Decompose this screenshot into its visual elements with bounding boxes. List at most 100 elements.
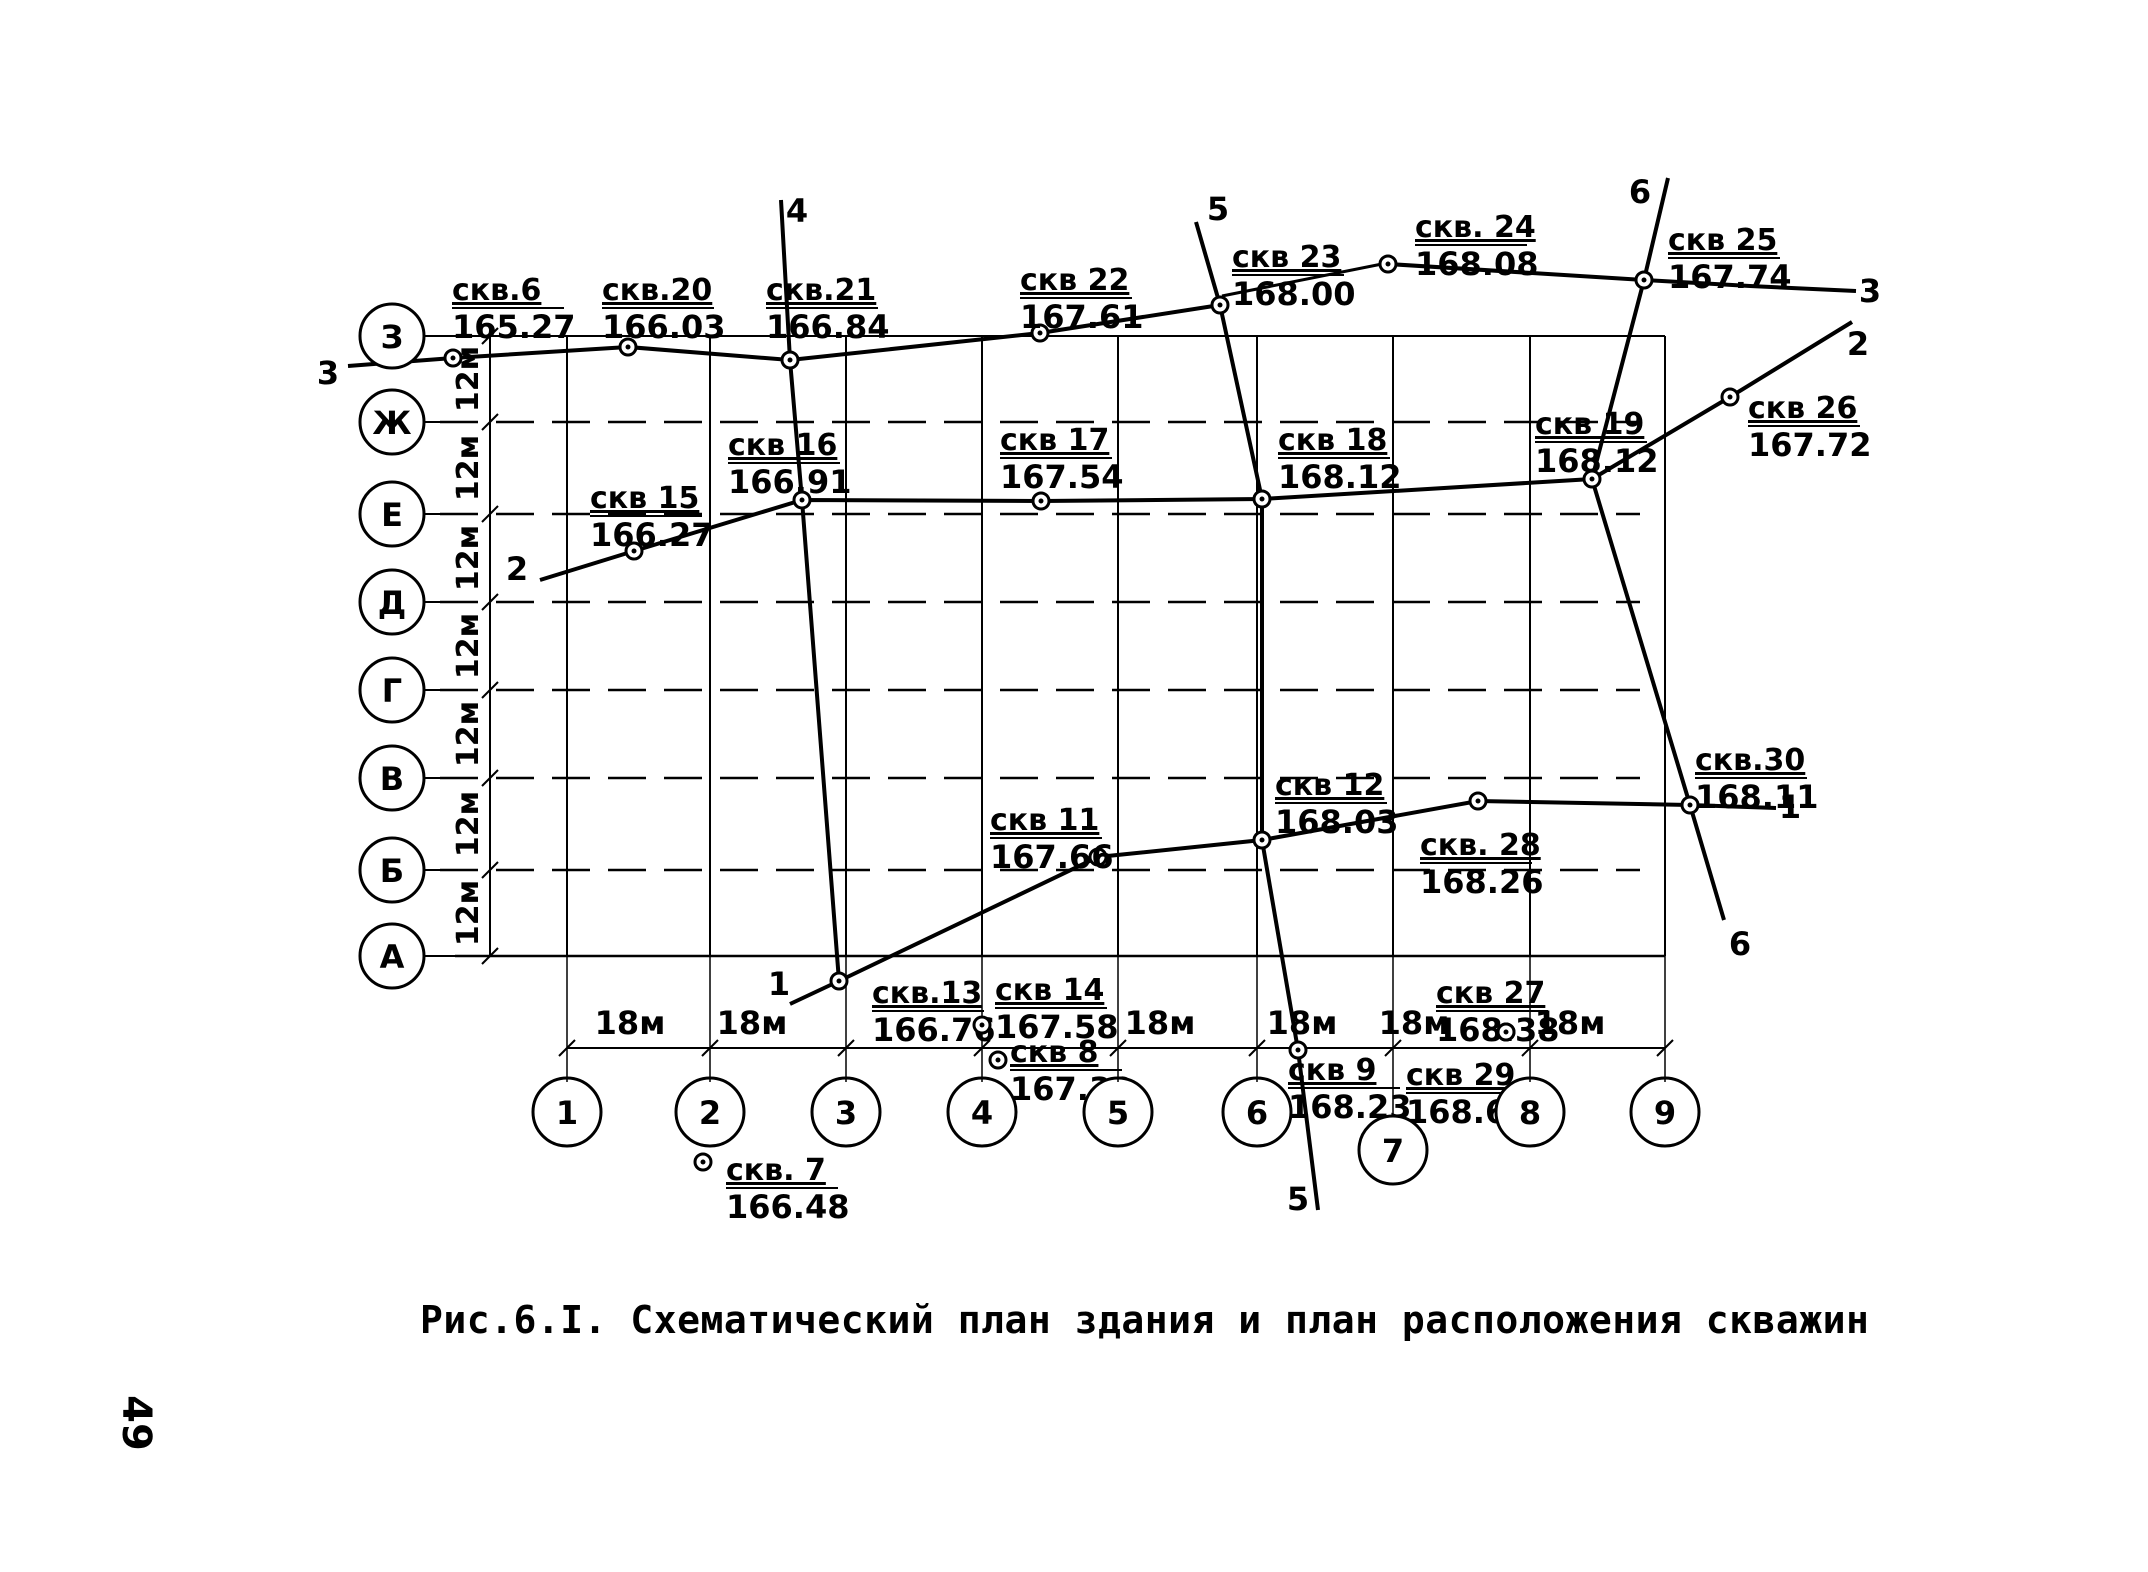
- borehole-name: скв 25: [1668, 223, 1777, 258]
- col-axis-marker: 2: [674, 1076, 746, 1148]
- borehole-name: скв 29: [1406, 1058, 1515, 1093]
- section-label: 4: [786, 192, 808, 230]
- section-polyline: [539, 320, 1854, 582]
- col-spacing-label: 18м: [595, 1004, 666, 1042]
- section-connector: [1221, 262, 1383, 298]
- borehole-dot: [1095, 854, 1101, 860]
- section-label: 3: [1859, 272, 1881, 310]
- row-axis-marker: Ж: [358, 388, 455, 456]
- borehole-dot: [799, 497, 805, 503]
- section-polyline: [1194, 221, 1320, 1211]
- borehole-name: скв 26: [1748, 391, 1857, 426]
- borehole-name: скв.21: [766, 273, 876, 308]
- col-axis-label: 7: [1382, 1132, 1404, 1170]
- dim-tick: [481, 861, 499, 879]
- borehole-name: скв.6: [452, 273, 541, 308]
- row-axis-marker: Б: [358, 836, 455, 904]
- borehole-elevation: 166.03: [602, 308, 725, 346]
- borehole-dot: [1038, 498, 1044, 504]
- borehole-name: скв 9: [1288, 1053, 1376, 1088]
- col-spacing-label: 18м: [1125, 1004, 1196, 1042]
- section-label: 1: [1779, 788, 1801, 826]
- row-axis-marker: З: [358, 302, 455, 370]
- col-axis-marker: 8: [1494, 1076, 1566, 1148]
- row-axis-marker: Е: [358, 480, 455, 548]
- borehole-dot: [631, 548, 637, 554]
- row-axis-marker: Г: [358, 656, 455, 724]
- col-axis-label: 6: [1246, 1094, 1268, 1132]
- borehole-elevation: 168.12: [1535, 442, 1658, 480]
- col-axis-label: 2: [699, 1094, 721, 1132]
- borehole-dot: [1727, 394, 1733, 400]
- col-axis-label: 4: [971, 1094, 993, 1132]
- row-axis-marker: В: [358, 744, 455, 812]
- section-lines: 1 1 2 2 3 3 4 5 5 6 6: [317, 173, 1881, 1218]
- borehole-27: скв 27168.38: [1436, 976, 1559, 1049]
- borehole-elevation: 166.27: [590, 516, 713, 554]
- section-polyline: [1387, 262, 1857, 293]
- borehole-elevation: 166.48: [726, 1188, 849, 1226]
- borehole-name: скв 19: [1535, 407, 1644, 442]
- col-axis-label: 1: [556, 1094, 578, 1132]
- col-axis-label: 3: [835, 1094, 857, 1132]
- borehole-elevation: 168.11: [1695, 778, 1818, 816]
- borehole-dot: [787, 357, 793, 363]
- section-label: 2: [506, 550, 528, 588]
- borehole-name: скв 23: [1232, 240, 1341, 275]
- row-spacing-label: 12м: [451, 880, 486, 946]
- section-label: 1: [768, 965, 790, 1003]
- row-axis-marker: А: [358, 922, 455, 990]
- row-spacing-label: 12м: [451, 435, 486, 501]
- borehole-elevation: 166.91: [728, 463, 851, 501]
- row-axis-label: Б: [380, 852, 404, 890]
- col-axis-label: 5: [1107, 1094, 1129, 1132]
- borehole-name: скв. 28: [1420, 828, 1541, 863]
- section-polyline: [779, 199, 841, 982]
- row-axis-label: Е: [381, 496, 403, 534]
- dim-tick: [481, 947, 499, 965]
- borehole-elevation: 167.54: [1000, 458, 1123, 496]
- col-axis-marker: 6: [1221, 1076, 1293, 1148]
- row-spacing-label: 12м: [451, 525, 486, 591]
- row-spacing-label: 12м: [451, 791, 486, 857]
- row-spacing-label: 12м: [451, 613, 486, 679]
- building-grid: [440, 335, 1666, 958]
- row-axis-label: Ж: [372, 404, 411, 442]
- borehole-elevation: 167.58: [995, 1008, 1118, 1046]
- col-axis-marker: 5: [1082, 1076, 1154, 1148]
- borehole-name: скв. 7: [726, 1153, 826, 1188]
- borehole-elevation: 167.61: [1020, 298, 1143, 336]
- figure-caption: Рис.6.I. Схематический план здания и пла…: [420, 1298, 1870, 1342]
- borehole-name: скв 27: [1436, 976, 1545, 1011]
- borehole-dot: [1641, 277, 1647, 283]
- row-axis-label: З: [381, 318, 404, 356]
- borehole-dot: [450, 355, 456, 361]
- section-label: 6: [1629, 173, 1651, 211]
- borehole-name: скв 17: [1000, 423, 1109, 458]
- borehole-elevation: 167.66: [990, 838, 1113, 876]
- col-axis-marker: 4: [946, 1076, 1018, 1148]
- borehole-dot: [1259, 837, 1265, 843]
- borehole-name: скв 14: [995, 973, 1104, 1008]
- borehole-dot: [1687, 802, 1693, 808]
- section-label: 5: [1287, 1180, 1309, 1218]
